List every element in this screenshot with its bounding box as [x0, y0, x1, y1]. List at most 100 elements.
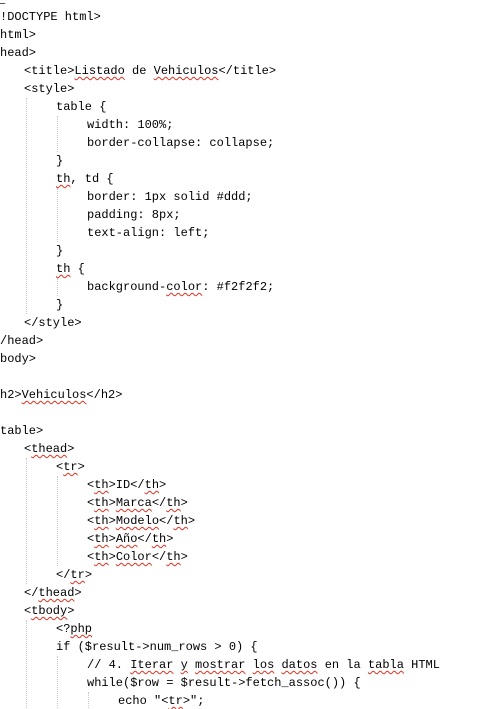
code-token: </: [56, 568, 71, 582]
scroll-caret-icon: [0, 0, 8, 4]
spellcheck-token: tabla: [367, 658, 404, 672]
code-token: >: [108, 514, 116, 528]
code-token: h2>: [0, 388, 22, 402]
spellcheck-token: mostrar: [195, 658, 246, 672]
code-token: [188, 658, 195, 672]
code-token: </: [24, 586, 39, 600]
code-line[interactable]: width: 100%;: [87, 116, 173, 134]
code-token: <: [87, 496, 95, 510]
code-token: width: 100%;: [87, 118, 174, 132]
code-token: >: [180, 550, 188, 564]
code-token: , td {: [70, 172, 114, 186]
indent-guide: [26, 620, 27, 709]
code-line[interactable]: <title>Listado de Vehiculos</title>: [24, 62, 276, 80]
code-line[interactable]: body>: [0, 350, 36, 368]
indent-guide: [57, 476, 58, 566]
code-token: </: [151, 550, 167, 564]
code-line[interactable]: <th>Año</th>: [87, 530, 173, 548]
code-line[interactable]: th {: [56, 260, 85, 278]
spellcheck-token: Color: [115, 550, 152, 564]
code-line[interactable]: </tr>: [56, 566, 92, 584]
spellcheck-token: y: [180, 658, 188, 672]
indent-guide: [57, 188, 58, 242]
code-token: table {: [56, 100, 107, 114]
code-line[interactable]: <?php: [56, 620, 92, 638]
code-line[interactable]: !DOCTYPE html>: [0, 8, 101, 26]
spellcheck-token: color: [166, 280, 203, 294]
spellcheck-token: thead: [38, 586, 75, 600]
code-token: <: [24, 442, 32, 456]
code-line[interactable]: if ($result->num_rows > 0) {: [56, 638, 258, 656]
code-line[interactable]: <th>Modelo</th>: [87, 512, 195, 530]
code-line[interactable]: head>: [0, 44, 36, 62]
code-token: >: [108, 496, 116, 510]
code-token: if ($result->num_rows > 0) {: [56, 640, 258, 654]
code-token: echo "<: [118, 694, 169, 708]
code-line[interactable]: text-align: left;: [87, 224, 209, 242]
code-token: </: [137, 532, 152, 546]
spellcheck-token: th: [94, 550, 109, 564]
code-line[interactable]: th, td {: [56, 170, 114, 188]
spellcheck-token: Modelo: [115, 514, 160, 528]
code-line[interactable]: border-collapse: collapse;: [87, 134, 274, 152]
code-line[interactable]: /head>: [0, 332, 43, 350]
spellcheck-token: Vehiculos: [153, 64, 219, 78]
code-token: <: [24, 604, 32, 618]
code-token: padding: 8px;: [87, 208, 181, 222]
code-line[interactable]: <th>ID</th>: [87, 476, 166, 494]
code-token: </: [151, 496, 167, 510]
spellcheck-token: Iterar: [130, 658, 174, 672]
code-token: <title>: [24, 64, 75, 78]
spellcheck-token: th: [94, 532, 109, 546]
code-line[interactable]: // 4. Iterar y mostrar los datos en la t…: [87, 656, 440, 674]
code-line[interactable]: <style>: [24, 80, 74, 98]
code-line[interactable]: padding: 8px;: [87, 206, 181, 224]
spellcheck-token: th: [166, 496, 181, 510]
code-line[interactable]: <th>Marca</th>: [87, 494, 188, 512]
code-line[interactable]: table {: [56, 98, 106, 116]
indent-guide: [57, 656, 58, 709]
code-line[interactable]: background-color: #f2f2f2;: [87, 278, 274, 296]
spellcheck-token: php: [70, 622, 93, 636]
code-line[interactable]: }: [56, 296, 63, 314]
indent-guide: [26, 458, 27, 584]
code-line[interactable]: <th>Color</th>: [87, 548, 188, 566]
code-line[interactable]: border: 1px solid #ddd;: [87, 188, 253, 206]
code-token: </: [159, 514, 174, 528]
code-token: !DOCTYPE html>: [0, 10, 101, 24]
code-token: <: [56, 460, 64, 474]
code-line[interactable]: }: [56, 242, 63, 260]
code-token: head>: [0, 46, 37, 60]
spellcheck-token: th: [173, 514, 188, 528]
code-line[interactable]: echo "<tr>";: [118, 692, 204, 709]
code-line[interactable]: <tr>: [56, 458, 85, 476]
code-token: background-: [87, 280, 167, 294]
code-line[interactable]: table>: [0, 422, 43, 440]
code-token: </h2>: [86, 388, 123, 402]
code-token: : #f2f2f2;: [202, 280, 275, 294]
code-token: HTML: [403, 658, 440, 672]
code-line[interactable]: }: [56, 152, 63, 170]
code-token: >: [180, 496, 188, 510]
spellcheck-token: tbody: [31, 604, 68, 618]
spellcheck-token: th: [94, 496, 109, 510]
indent-guide: [57, 278, 58, 296]
code-line[interactable]: </style>: [24, 314, 82, 332]
code-token: html>: [0, 28, 37, 42]
code-line[interactable]: h2>Vehiculos</h2>: [0, 386, 122, 404]
code-line[interactable]: <thead>: [24, 440, 74, 458]
spellcheck-token: th: [94, 514, 109, 528]
code-line[interactable]: while($row = $result->fetch_assoc()) {: [87, 674, 361, 692]
code-token: /head>: [0, 334, 44, 348]
code-line[interactable]: <tbody>: [24, 602, 74, 620]
code-token: <: [87, 532, 95, 546]
code-token: }: [56, 154, 64, 168]
spellcheck-token: Listado: [74, 64, 125, 78]
code-line[interactable]: html>: [0, 26, 36, 44]
code-line[interactable]: </thead>: [24, 584, 82, 602]
spellcheck-token: tr: [63, 460, 78, 474]
code-token: en la: [317, 658, 368, 672]
spellcheck-token: th: [94, 478, 109, 492]
spellcheck-token: thead: [31, 442, 68, 456]
